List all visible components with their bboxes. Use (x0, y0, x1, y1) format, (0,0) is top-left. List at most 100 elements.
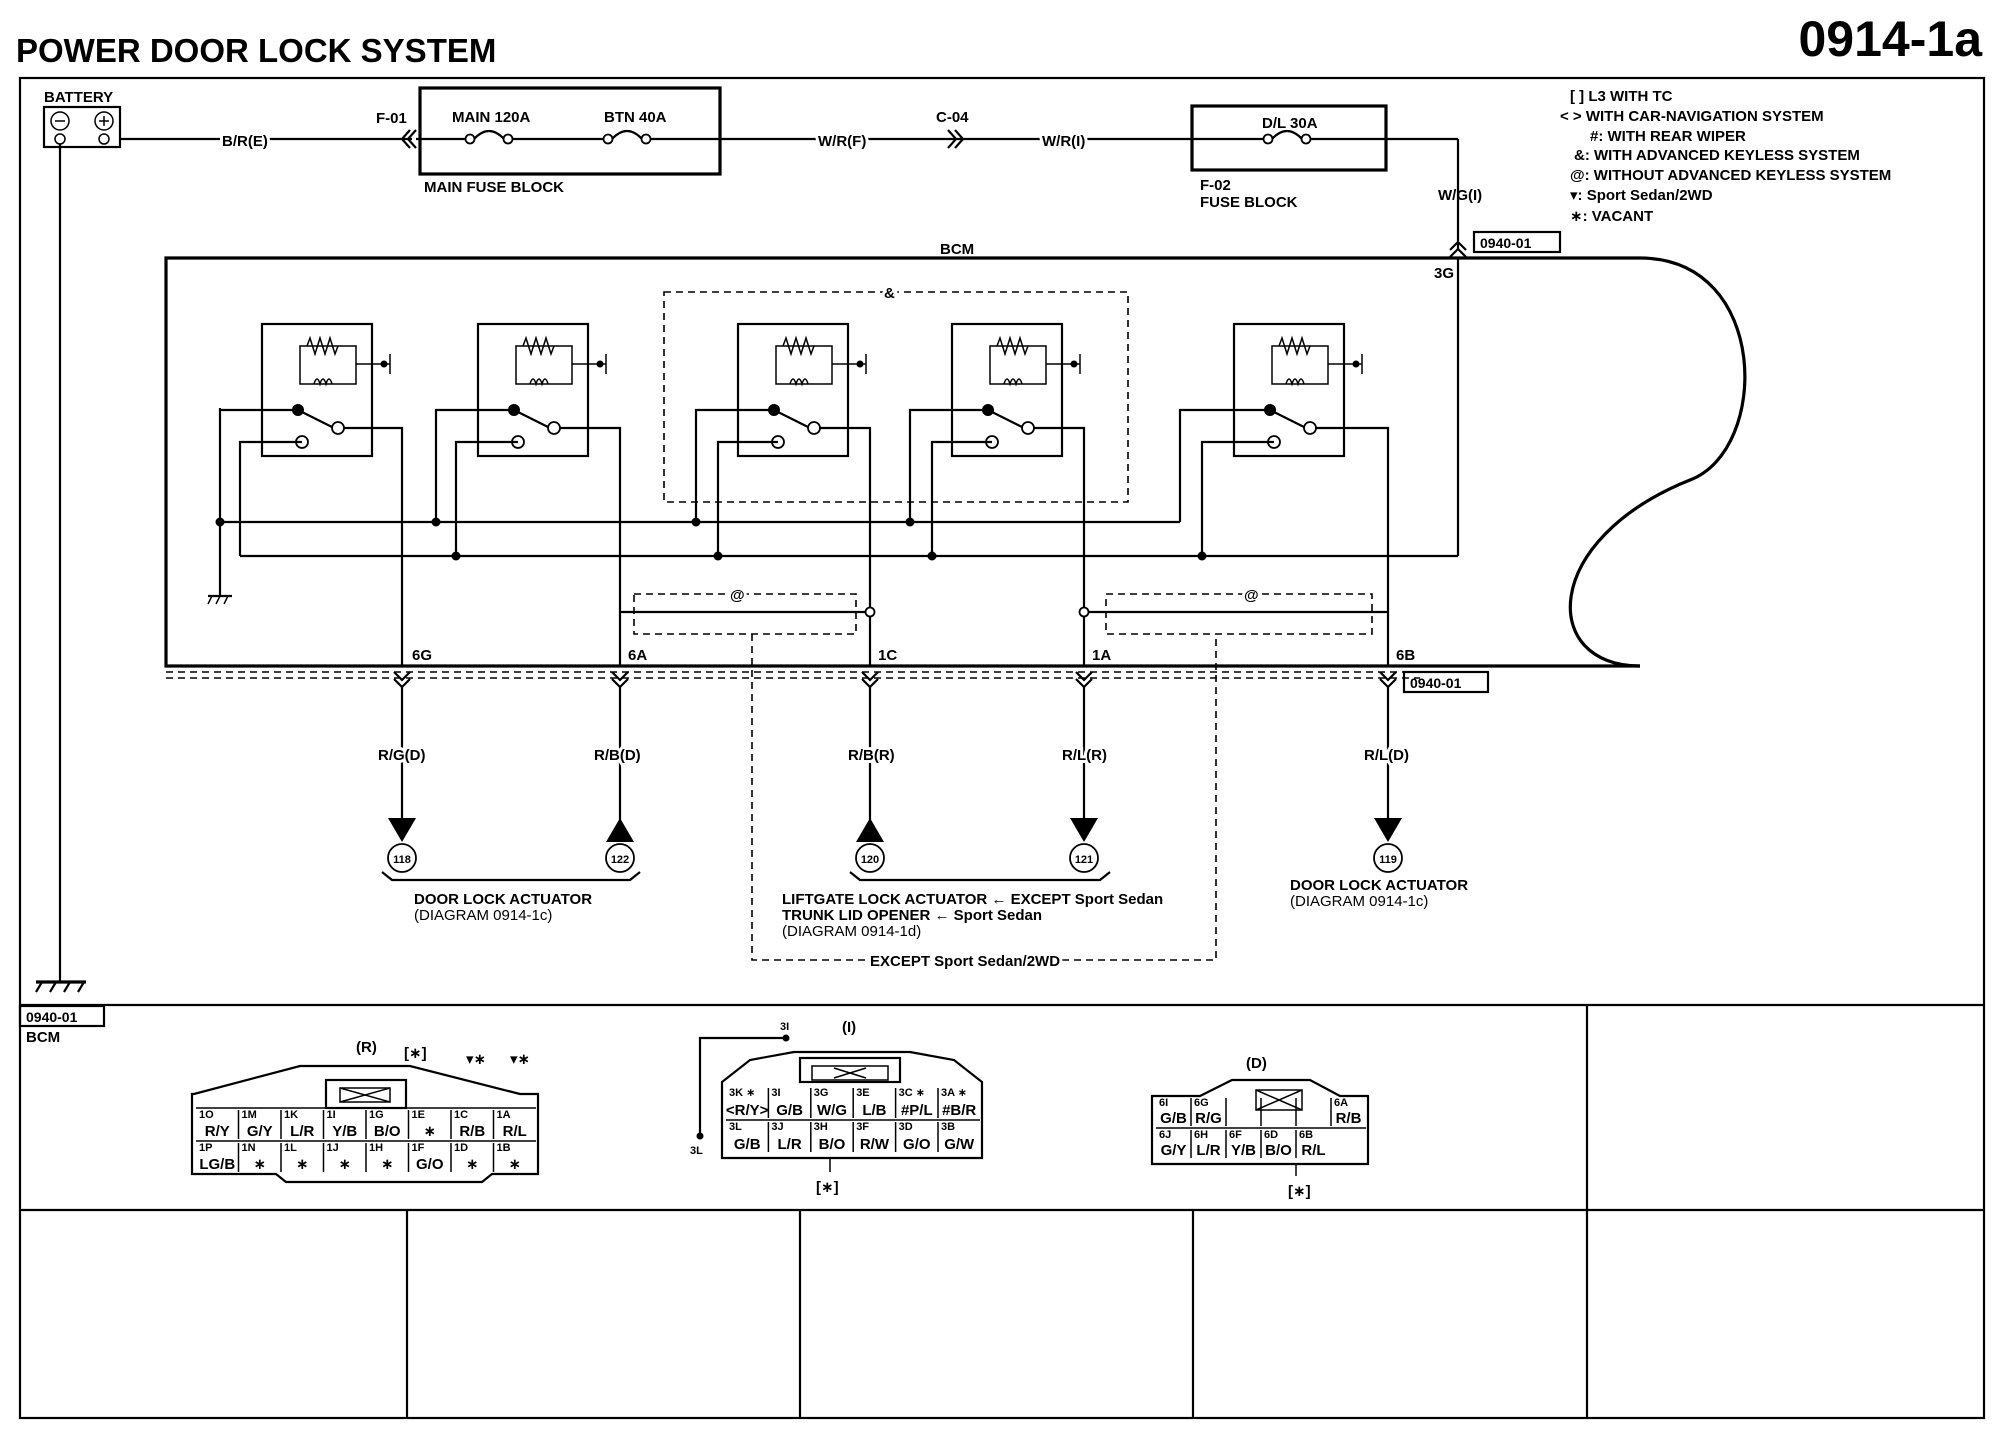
main-fuse-block-label: MAIN FUSE BLOCK (424, 179, 564, 196)
pin-wire-color: ∗ (296, 1156, 309, 1173)
relay (736, 322, 868, 458)
pin-wire-color: LG/B (199, 1156, 235, 1173)
pin-label: 6B (1396, 647, 1415, 664)
actuator-subtitle: (DIAGRAM 0914-1c) (1290, 893, 1428, 910)
pin-wire-color: L/R (778, 1136, 802, 1153)
connector-c04-icon (947, 129, 965, 149)
connector-i: (I) 3I 3L [∗] 3K ∗<R/Y>3IG/B3GW/G3EL/B3C… (690, 1019, 984, 1196)
pin-wire-color: R/G (1195, 1110, 1222, 1127)
pin-wire-color: R/Y (205, 1123, 230, 1140)
output-1c: 1C R/B(R) 120 (845, 647, 898, 873)
actuator-number: 118 (393, 854, 411, 866)
advanced-keyless-group (663, 291, 1129, 503)
pin-wire-color: G/O (416, 1156, 444, 1173)
pin-id: 1M (242, 1109, 257, 1121)
ref-label: 0940-01 (1480, 235, 1532, 251)
pin-id: 6D (1264, 1129, 1278, 1141)
pin-id: 6B (1299, 1129, 1313, 1141)
connector-label: F-02 (1200, 177, 1231, 194)
pin-wire-color: ∗ (466, 1156, 479, 1173)
pin-wire-color: Y/B (332, 1123, 357, 1140)
connector-label: (R) (356, 1039, 377, 1056)
pin-label: 3G (1434, 265, 1454, 282)
pin-label: 6A (628, 647, 647, 664)
wire-label: R/L(D) (1364, 747, 1409, 764)
pin-wire-color: L/R (1196, 1142, 1220, 1159)
connector-tag: ▾∗ (466, 1051, 486, 1068)
connector-tag: [∗] (816, 1179, 839, 1196)
pin-id: 3K ∗ (729, 1087, 755, 1099)
fuse-icon (473, 129, 505, 140)
actuator-title: LIFTGATE LOCK ACTUATOR ← EXCEPT Sport Se… (782, 891, 1163, 908)
relay (260, 322, 392, 458)
relay (1232, 322, 1364, 458)
bcm-module: BCM (164, 241, 1747, 668)
output-6b: 6B R/L(D) 119 (1361, 647, 1415, 873)
actuator-bracket (381, 871, 641, 882)
pin-label: 6G (412, 647, 432, 664)
pin-wire-color: ∗ (423, 1123, 436, 1140)
pin-id: 1J (327, 1142, 339, 1154)
except-label: EXCEPT Sport Sedan/2WD (870, 953, 1060, 970)
actuator-number: 119 (1379, 854, 1397, 866)
actuator-title: TRUNK LID OPENER ← Sport Sedan (782, 907, 1042, 924)
pin-id: 3D (899, 1121, 913, 1133)
ground-icon (35, 980, 86, 993)
without-keyless-group (1105, 593, 1373, 635)
pin-id: 6H (1194, 1129, 1208, 1141)
wire-label: R/B(D) (594, 747, 641, 764)
pin-id: 6I (1159, 1097, 1168, 1109)
fuse-label: MAIN 120A (452, 109, 531, 126)
pin-wire-color: #B/R (942, 1102, 976, 1119)
pin-id: 3F (856, 1121, 869, 1133)
pin-wire-color: G/Y (1161, 1142, 1187, 1159)
wire-label: W/R(F) (818, 133, 866, 150)
pin-wire-color: R/L (1301, 1142, 1325, 1159)
wire-label: R/L(R) (1062, 747, 1107, 764)
fuse-icon (611, 129, 643, 140)
pin-wire-color: #P/L (901, 1102, 933, 1119)
pin-wire-color: G/B (1160, 1110, 1187, 1127)
pin-id: 1G (369, 1109, 384, 1121)
ref-box (18, 1004, 106, 1028)
legend-item: ▾: Sport Sedan/2WD (1570, 187, 1713, 204)
wire-label: R/B(R) (848, 747, 895, 764)
pin-wire-color: L/R (290, 1123, 314, 1140)
connector-d: (D) [∗] 6IG/B6GR/G6AR/B6JG/Y6HL/R6FY/B6D… (1150, 1055, 1370, 1200)
pin-id: 3B (941, 1121, 955, 1133)
connector-f01-icon (400, 129, 417, 149)
connector-r: (R) [∗] ▾∗ ▾∗ 1OR/Y1MG/Y1KL/R1IY/B1GB/O1… (190, 1039, 540, 1184)
fuse-label: D/L 30A (1262, 115, 1318, 132)
actuator-title: DOOR LOCK ACTUATOR (1290, 877, 1468, 894)
connector-label: (I) (842, 1019, 856, 1036)
pin-id: 3E (856, 1087, 869, 1099)
pin-id: 1B (497, 1142, 511, 1154)
output-6g: 6G R/G(D) 118 (375, 647, 432, 873)
pin-id: 3I (771, 1087, 780, 1099)
group-label: @ (1244, 587, 1259, 604)
pin-id: 1O (199, 1109, 214, 1121)
connector-3g-icon (1449, 240, 1467, 258)
wire-label: W/G(I) (1438, 187, 1482, 204)
ground-icon (207, 594, 232, 605)
bcm-label: BCM (26, 1029, 60, 1046)
pin-wire-color: Y/B (1231, 1142, 1256, 1159)
page-title: POWER DOOR LOCK SYSTEM (16, 32, 496, 69)
fuse-icon (1271, 129, 1303, 140)
pin-id: 1E (412, 1109, 425, 1121)
legend-item: &: WITH ADVANCED KEYLESS SYSTEM (1574, 147, 1860, 164)
except-sport-sedan-group (751, 634, 1217, 961)
pin-wire-color: R/L (503, 1123, 527, 1140)
pin-wire-color: R/B (1336, 1110, 1362, 1127)
fuse-label: BTN 40A (604, 109, 667, 126)
diagram-code: 0914-1a (1799, 11, 1984, 67)
pin-id: 6F (1229, 1129, 1242, 1141)
pin-wire-color: W/G (817, 1102, 847, 1119)
pin-id: 1F (412, 1142, 425, 1154)
pin-id: 6J (1159, 1129, 1171, 1141)
wire-label: B/R(E) (222, 133, 268, 150)
actuator-number: 122 (611, 854, 629, 866)
pin-wire-color: G/B (734, 1136, 761, 1153)
pin-id: 3L (729, 1121, 742, 1133)
